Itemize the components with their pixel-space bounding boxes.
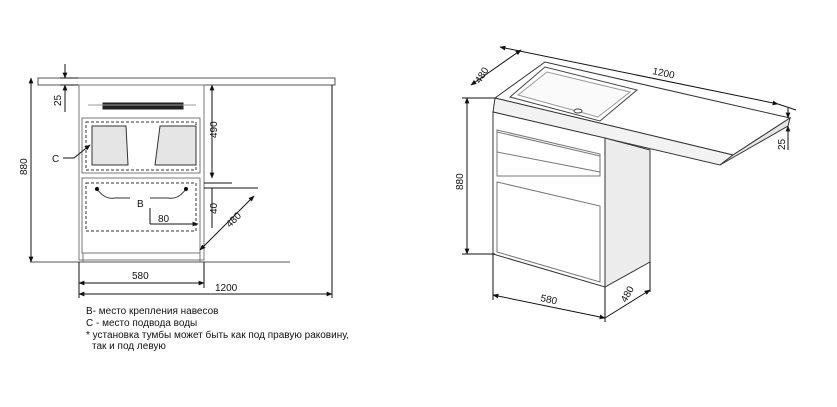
isometric-view (462, 45, 797, 322)
iso-cabinet-side (604, 137, 651, 288)
iso-drawer-lower (496, 181, 601, 283)
dim-480-iso-base: 480 (619, 284, 637, 304)
dim-1200-iso: 1200 (651, 66, 675, 81)
cabinet-body (78, 84, 205, 261)
dim-580-iso: 580 (539, 293, 558, 307)
dim-40-front: 40 (209, 202, 220, 214)
dim-480-front: 480 (224, 210, 244, 230)
dim-1200-front: 1200 (215, 283, 238, 294)
iso-drawer-middle (496, 131, 601, 177)
front-view (28, 64, 336, 298)
dim-480-iso-top: 480 (473, 65, 492, 85)
dim-580-front: 580 (132, 271, 149, 282)
countertop (37, 77, 336, 86)
upper-drawer (81, 117, 201, 174)
legend-line-4: так и под левую (92, 341, 166, 352)
dim-880-iso: 880 (455, 173, 466, 190)
lower-drawer (81, 177, 201, 254)
dim-490-front: 490 (209, 121, 220, 138)
label-c: C (52, 154, 59, 165)
dim-25-iso: 25 (777, 138, 788, 150)
dim-80-front: 80 (158, 214, 170, 225)
dim-25-front: 25 (53, 94, 64, 106)
legend-line-1: B- место крепления навесов (86, 306, 219, 317)
label-b: B (137, 199, 144, 210)
legend-line-2: C - место подвода воды (86, 318, 198, 329)
legend-line-3: * установка тумбы может быть как под пра… (86, 330, 349, 341)
washbasin-slot (102, 102, 184, 110)
dim-880-front: 880 (19, 158, 30, 175)
